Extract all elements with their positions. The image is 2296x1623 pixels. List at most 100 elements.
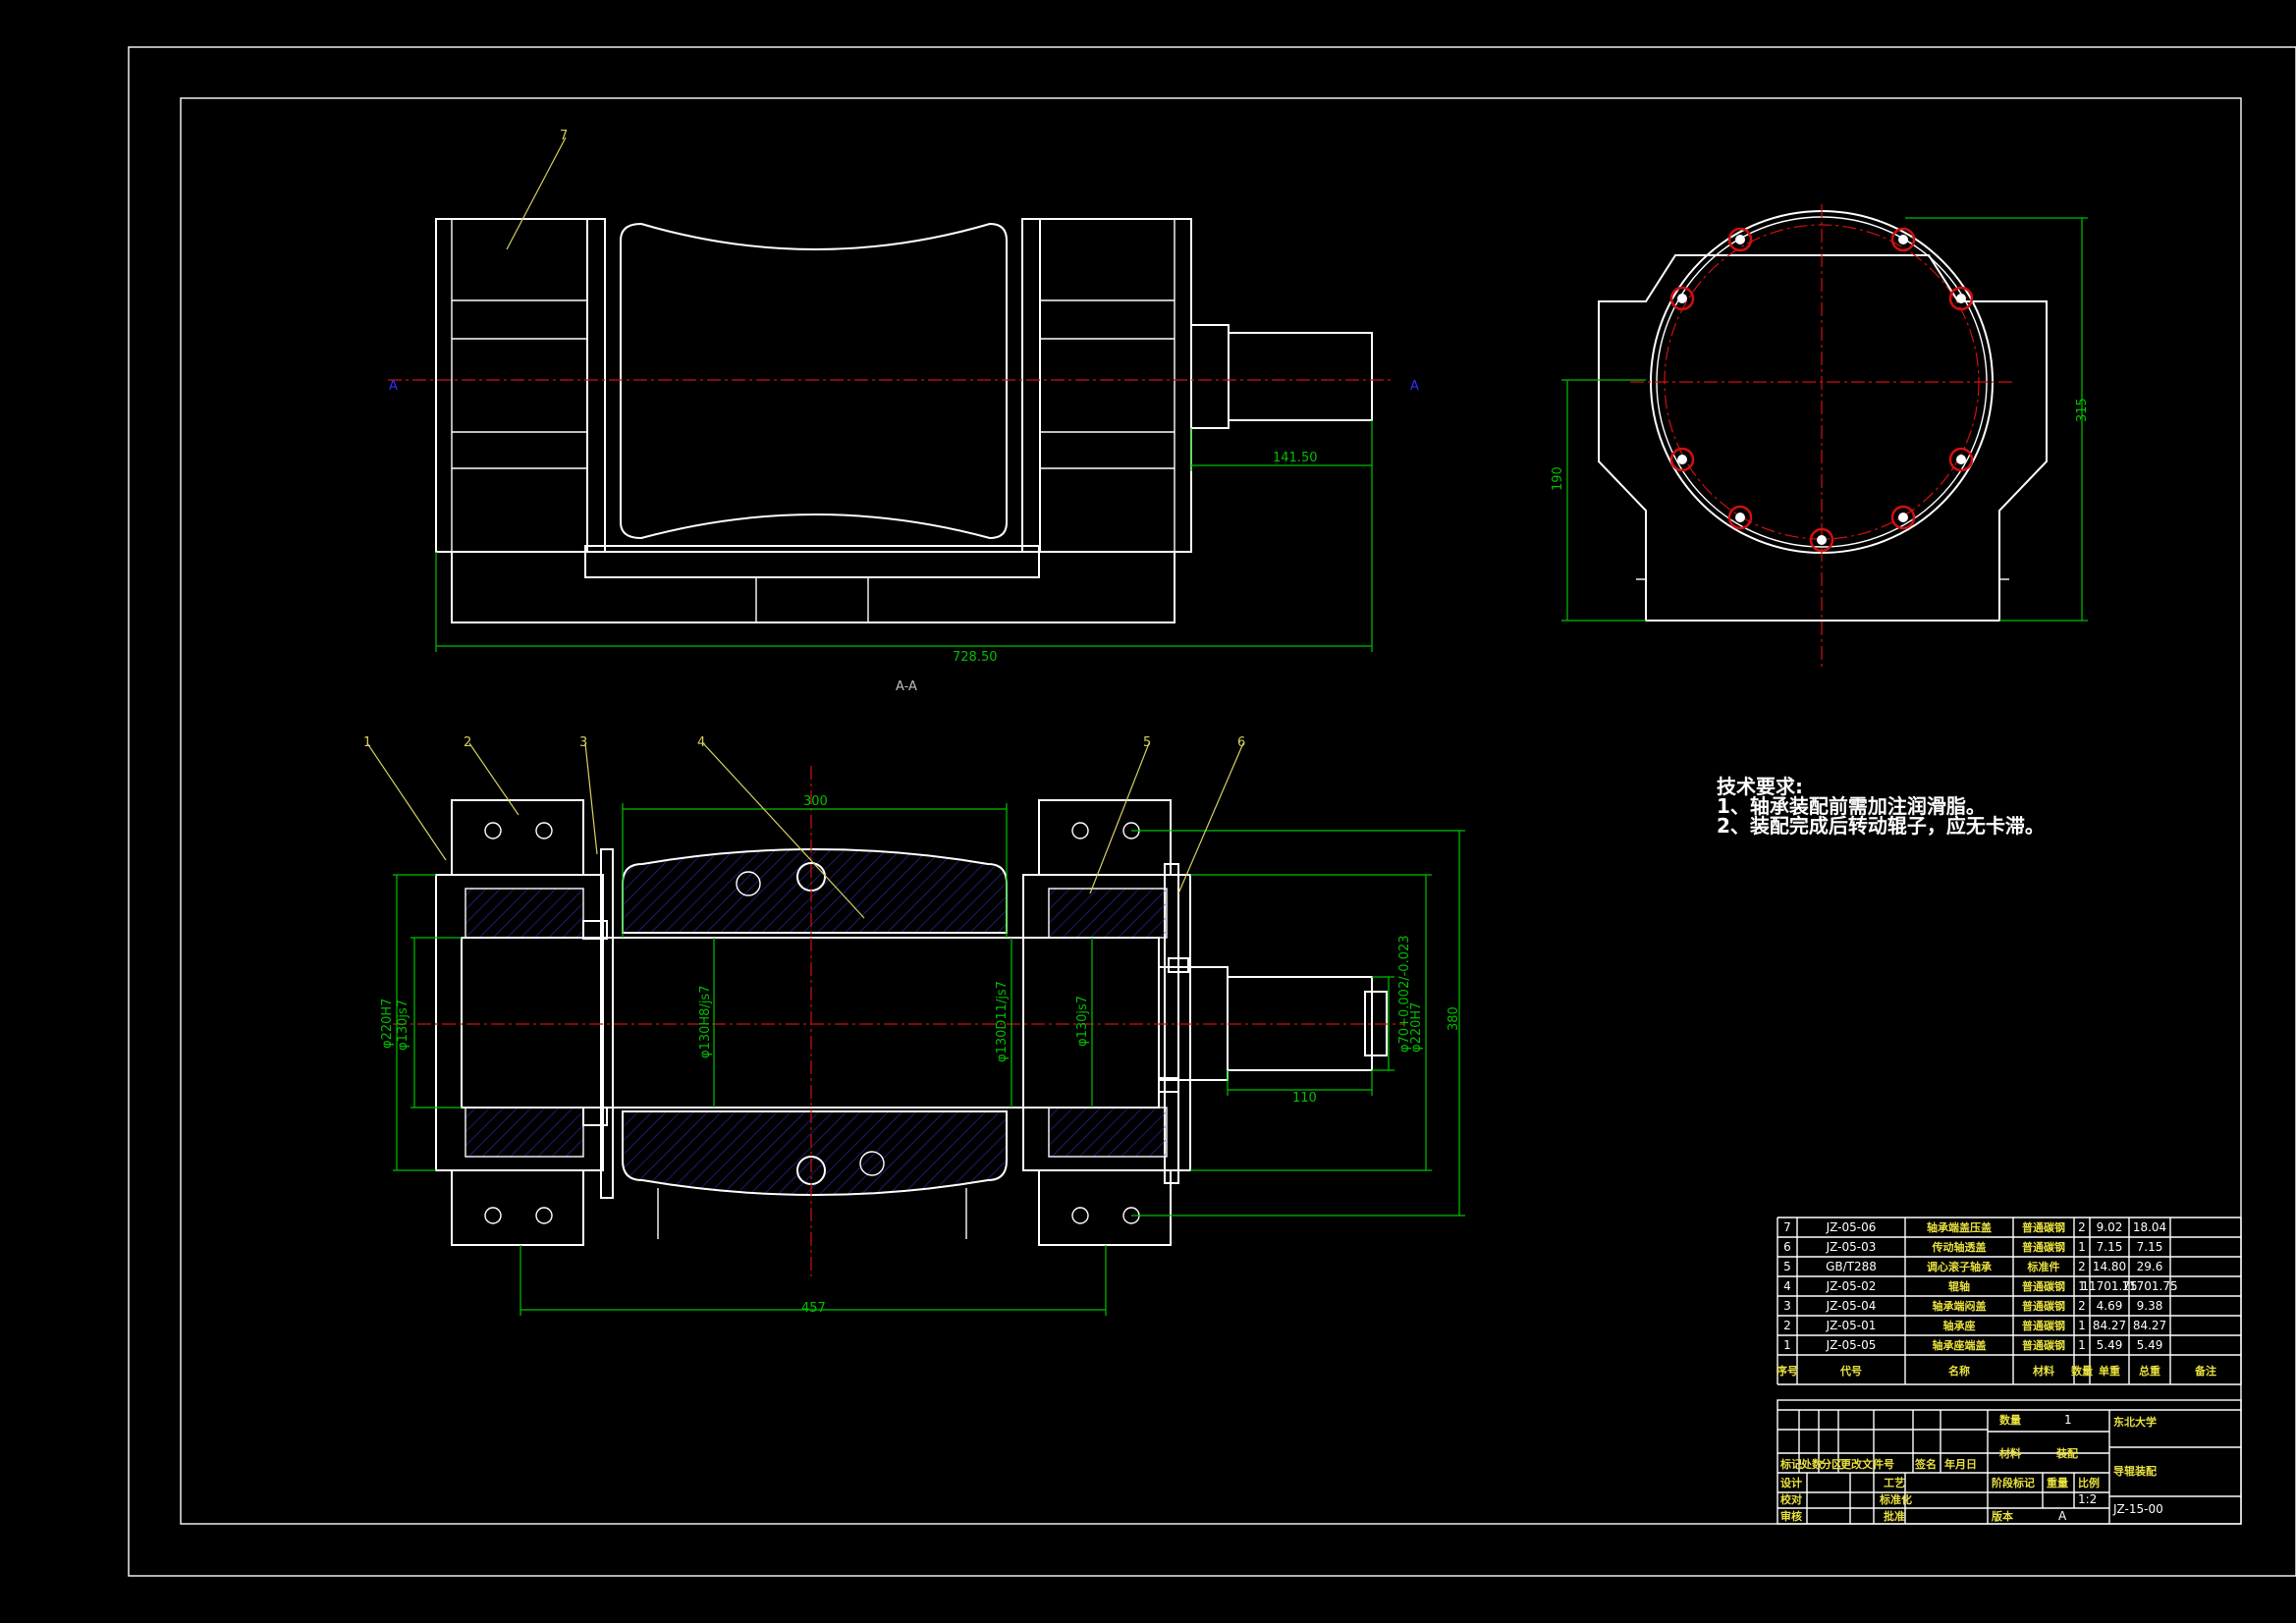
bom-cell-code: JZ-05-05 xyxy=(1826,1338,1877,1352)
bom-cell-code: GB/T288 xyxy=(1826,1260,1877,1273)
dim-bot-shaft: 110 xyxy=(1292,1091,1317,1106)
dim-d3: φ130H8/js7 xyxy=(698,986,713,1058)
tb-scale: 比例 xyxy=(2078,1476,2100,1489)
bom-cell-material: 标准件 xyxy=(2027,1260,2060,1273)
bom-header-name: 名称 xyxy=(1948,1364,1970,1378)
tb-process: 工艺 xyxy=(1884,1476,1905,1489)
bom-cell-code: JZ-05-03 xyxy=(1826,1240,1877,1254)
bom-cell-code: JZ-05-01 xyxy=(1826,1319,1877,1332)
dim-bot-bolt: 457 xyxy=(801,1301,826,1316)
bom-header-total: 总重 xyxy=(2139,1364,2160,1378)
outer-frame xyxy=(128,46,2296,1577)
bom-cell-total: 7.15 xyxy=(2137,1240,2163,1254)
tb-qty-value: 1 xyxy=(2064,1413,2072,1427)
bom-cell-unit: 5.49 xyxy=(2097,1338,2123,1352)
balloon-1: 1 xyxy=(363,735,371,750)
tb-date: 年月日 xyxy=(1944,1457,1977,1471)
bom-cell-no: 2 xyxy=(1783,1319,1791,1332)
bom-cell-name: 轴承端闷盖 xyxy=(1933,1299,1987,1313)
bom-header-note: 备注 xyxy=(2194,1364,2216,1378)
bom-cell-qty: 1 xyxy=(2078,1240,2086,1254)
bom-cell-material: 普通碳钢 xyxy=(2022,1319,2065,1332)
bom-cell-name: 轴承座端盖 xyxy=(1933,1338,1987,1352)
tb-qty-label: 数量 xyxy=(1999,1413,2021,1427)
bom-cell-qty: 2 xyxy=(2078,1299,2086,1313)
bom-cell-code: JZ-05-06 xyxy=(1826,1220,1877,1234)
bom-cell-no: 5 xyxy=(1783,1260,1791,1273)
bom-cell-no: 6 xyxy=(1783,1240,1791,1254)
tb-design: 设计 xyxy=(1780,1476,1802,1489)
bom-cell-name: 轴承端盖压盖 xyxy=(1927,1220,1992,1234)
bom-cell-no: 3 xyxy=(1783,1299,1791,1313)
bom-cell-material: 普通碳钢 xyxy=(2022,1279,2065,1293)
dim-side-height: 190 xyxy=(1551,466,1565,491)
bom-header-unit: 单重 xyxy=(2099,1364,2120,1378)
dim-d5: φ130js7 xyxy=(1075,996,1090,1047)
bom-cell-name: 传动轴透盖 xyxy=(1932,1240,1987,1254)
bom-cell-material: 普通碳钢 xyxy=(2022,1338,2065,1352)
balloon-3: 3 xyxy=(579,735,587,750)
tb-approve2: 批准 xyxy=(1884,1509,1905,1523)
tb-stage-mark: 阶段标记 xyxy=(1992,1476,2035,1489)
tb-count: 处数 xyxy=(1800,1457,1824,1471)
inner-frame xyxy=(180,97,2242,1525)
bom-header-no: 序号 xyxy=(1777,1364,1798,1378)
bom-cell-material: 普通碳钢 xyxy=(2022,1220,2065,1234)
tb-mark: 标记 xyxy=(1779,1457,1802,1471)
bom-cell-code: JZ-05-02 xyxy=(1826,1279,1877,1293)
dim-d4: φ130D11/js7 xyxy=(995,981,1010,1062)
tech-heading: 技术要求: xyxy=(1717,775,1803,798)
section-label: A-A xyxy=(896,679,917,694)
tb-material-label: 材料 xyxy=(1999,1446,2021,1460)
bom-cell-material: 普通碳钢 xyxy=(2022,1299,2065,1313)
bom-cell-no: 4 xyxy=(1783,1279,1791,1293)
tech-requirements: 技术要求: 1、轴承装配前需加注润滑脂。 2、装配完成后转动辊子，应无卡滞。 xyxy=(1717,775,2045,838)
balloon-4: 4 xyxy=(697,735,705,750)
bom-cell-qty: 2 xyxy=(2078,1220,2086,1234)
bom-header-qty: 数量 xyxy=(2071,1364,2093,1378)
bom-header-material: 材料 xyxy=(2033,1364,2054,1378)
bom-cell-total: 5.49 xyxy=(2137,1338,2163,1352)
dim-d6: φ220H7 xyxy=(1409,1002,1424,1053)
section-mark-left: A xyxy=(389,379,398,394)
balloon-7: 7 xyxy=(560,129,568,143)
bom-cell-qty: 2 xyxy=(2078,1260,2086,1273)
bom-cell-material: 普通碳钢 xyxy=(2022,1240,2065,1254)
dim-top-total: 728.50 xyxy=(953,650,998,665)
tb-version: 版本 xyxy=(1992,1509,2013,1523)
tb-version-value: A xyxy=(2058,1509,2067,1523)
bom-cell-unit: 11701.75 xyxy=(2081,1279,2137,1293)
bom-cell-total: 84.27 xyxy=(2133,1319,2166,1332)
bom-header-code: 代号 xyxy=(1839,1364,1862,1378)
tb-school: 东北大学 xyxy=(2113,1415,2157,1429)
dim-bot-center: 300 xyxy=(803,794,828,809)
bom-cell-total: 18.04 xyxy=(2133,1220,2166,1234)
bom-cell-total: 11701.75 xyxy=(2121,1279,2177,1293)
tech-line-1: 1、轴承装配前需加注润滑脂。 xyxy=(1717,794,1986,818)
bom-cell-qty: 1 xyxy=(2078,1319,2086,1332)
dim-d1: φ220H7 xyxy=(380,999,395,1049)
tech-line-2: 2、装配完成后转动辊子，应无卡滞。 xyxy=(1717,814,2045,838)
tb-drawing-no: JZ-15-00 xyxy=(2112,1502,2163,1516)
dim-d8: φ70+0.002/-0.023 xyxy=(1397,935,1412,1053)
tb-change-doc: 更改文件号 xyxy=(1840,1457,1894,1471)
tb-drawing-name: 导辊装配 xyxy=(2113,1464,2157,1478)
bom-cell-total: 9.38 xyxy=(2137,1299,2163,1313)
balloon-5: 5 xyxy=(1143,735,1151,750)
bom-cell-unit: 7.15 xyxy=(2097,1240,2123,1254)
dim-d7: 380 xyxy=(1447,1006,1461,1031)
tb-sign: 签名 xyxy=(1914,1457,1937,1471)
bom-cell-name: 轴承座 xyxy=(1943,1319,1976,1332)
bom-cell-total: 29.6 xyxy=(2137,1260,2163,1273)
side-view: 315 190 xyxy=(1551,204,2090,668)
bom-cell-qty: 1 xyxy=(2078,1338,2086,1352)
tb-approve: 审核 xyxy=(1780,1509,1802,1523)
bom-cell-unit: 9.02 xyxy=(2097,1220,2123,1234)
tb-material-value: 装配 xyxy=(2055,1446,2078,1460)
bom-cell-name: 辊轴 xyxy=(1948,1279,1970,1293)
bom-cell-no: 1 xyxy=(1783,1338,1791,1352)
balloon-2: 2 xyxy=(464,735,471,750)
bom-cell-unit: 14.80 xyxy=(2093,1260,2126,1273)
bom-cell-unit: 4.69 xyxy=(2097,1299,2123,1313)
